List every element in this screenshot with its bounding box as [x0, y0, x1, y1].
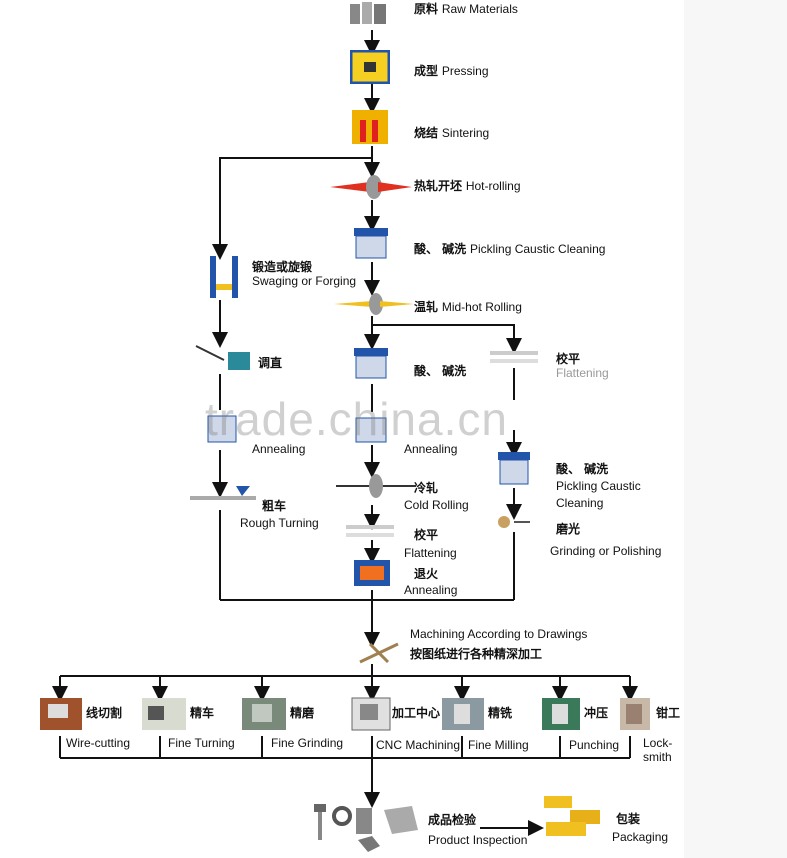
step-wire-cutting-zh: 线切割 — [86, 706, 122, 720]
rough-turning-icon — [190, 482, 260, 506]
sintering-icon — [350, 108, 390, 146]
machine-icon — [194, 340, 254, 374]
roller-icon — [334, 292, 414, 316]
punching-icon — [540, 694, 582, 734]
step-locksmith-en: Lock-smith — [643, 736, 672, 764]
tank-icon — [496, 450, 532, 488]
step-punching-zh: 冲压 — [584, 706, 608, 720]
step-pickling-1: 酸、 碱洗 Pickling Caustic Cleaning — [414, 242, 605, 256]
step-fine-milling-en: Fine Milling — [468, 738, 529, 752]
tank-icon — [352, 346, 390, 382]
fine-grinding-icon — [240, 694, 288, 734]
flattening-icon — [344, 522, 396, 540]
step-punching-en: Punching — [569, 738, 619, 752]
watermark: trade.china.cn — [205, 392, 508, 446]
fine-milling-icon — [440, 694, 486, 734]
step-wire-cutting-en: Wire-cutting — [66, 736, 130, 750]
step-mid-hot-rolling: 温轧 Mid-hot Rolling — [414, 300, 522, 314]
step-pickling-2: 酸、 碱洗 — [414, 364, 466, 378]
step-hot-rolling: 热轧开坯 Hot-rolling — [414, 179, 521, 193]
roller-icon — [330, 174, 412, 200]
grinding-icon — [496, 512, 532, 532]
step-fine-milling-zh: 精铣 — [488, 706, 512, 720]
step-pressing: 成型 Pressing — [414, 64, 489, 78]
pressing-icon — [350, 50, 390, 84]
fine-turning-icon — [140, 694, 188, 734]
step-locksmith-zh: 钳工 — [656, 706, 680, 720]
caliper-icon — [358, 640, 402, 666]
locksmith-icon — [618, 694, 652, 734]
step-raw-materials: 原料 Raw Materials — [414, 2, 518, 16]
tank-icon — [352, 226, 390, 262]
step-fine-turning-zh: 精车 — [190, 706, 214, 720]
step-sintering: 烧结 Sintering — [414, 126, 489, 140]
step-cnc-zh: 加工中心 — [392, 706, 440, 720]
flattening-icon — [488, 348, 540, 366]
step-fine-turning-en: Fine Turning — [168, 736, 235, 750]
step-fine-grinding-en: Fine Grinding — [271, 736, 343, 750]
wire-cutting-icon — [38, 694, 84, 734]
packaging-icon — [540, 792, 606, 842]
parts-icon — [308, 800, 428, 854]
forging-icon — [206, 254, 242, 300]
cnc-icon — [350, 694, 392, 734]
furnace-icon — [352, 558, 392, 588]
raw-materials-icon — [348, 0, 392, 26]
step-cnc-en: CNC Machining — [376, 738, 460, 752]
step-fine-grinding-zh: 精磨 — [290, 706, 314, 720]
step-straighten: 调直 — [258, 356, 282, 370]
